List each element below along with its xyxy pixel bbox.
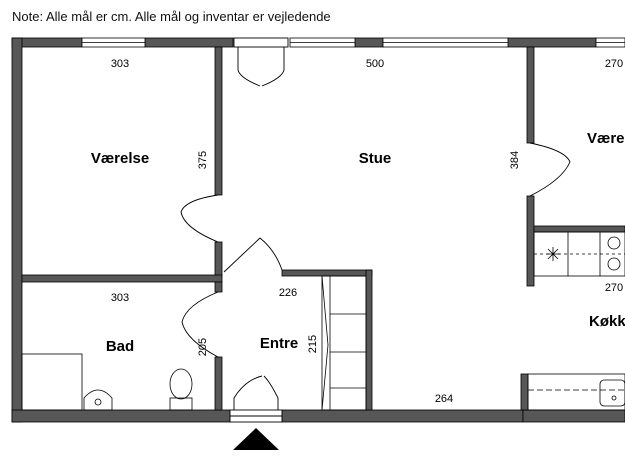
dim-entre-height: 215 (307, 335, 319, 353)
doors (180, 37, 571, 423)
windows (81, 37, 625, 48)
sink-icon (83, 389, 113, 411)
room-label-bad: Bad (106, 338, 134, 355)
walls (11, 37, 625, 423)
dim-stue-width: 500 (366, 58, 384, 70)
dim-koekken-width: 270 (605, 282, 623, 294)
dim-entre-width: 226 (279, 287, 297, 299)
entrance-arrow-icon (233, 428, 279, 450)
wardrobe (321, 275, 367, 411)
room-label-vaerelse-2: Værelse (587, 130, 625, 147)
fixtures (21, 231, 625, 411)
dim-vaerelse-height: 375 (197, 151, 209, 169)
dim-vaerelse-2-width: 270 (605, 58, 623, 70)
room-label-vaerelse: Værelse (91, 150, 149, 167)
toilet-icon (169, 368, 193, 400)
dim-bad-height: 205 (197, 338, 209, 356)
dim-vaerelse-width: 303 (111, 58, 129, 70)
shower-area (21, 353, 83, 411)
plan-note: Note: Alle mål er cm. Alle mål og invent… (12, 9, 331, 24)
dim-bad-width: 303 (111, 292, 129, 304)
room-label-entre: Entre (260, 335, 298, 352)
room-label-koekken: Køkken (589, 313, 625, 330)
dim-stue-height: 384 (509, 151, 521, 169)
dim-bottom-width: 264 (435, 393, 453, 405)
kitchen-counter-bottom (527, 373, 625, 411)
room-label-stue: Stue (359, 150, 392, 167)
